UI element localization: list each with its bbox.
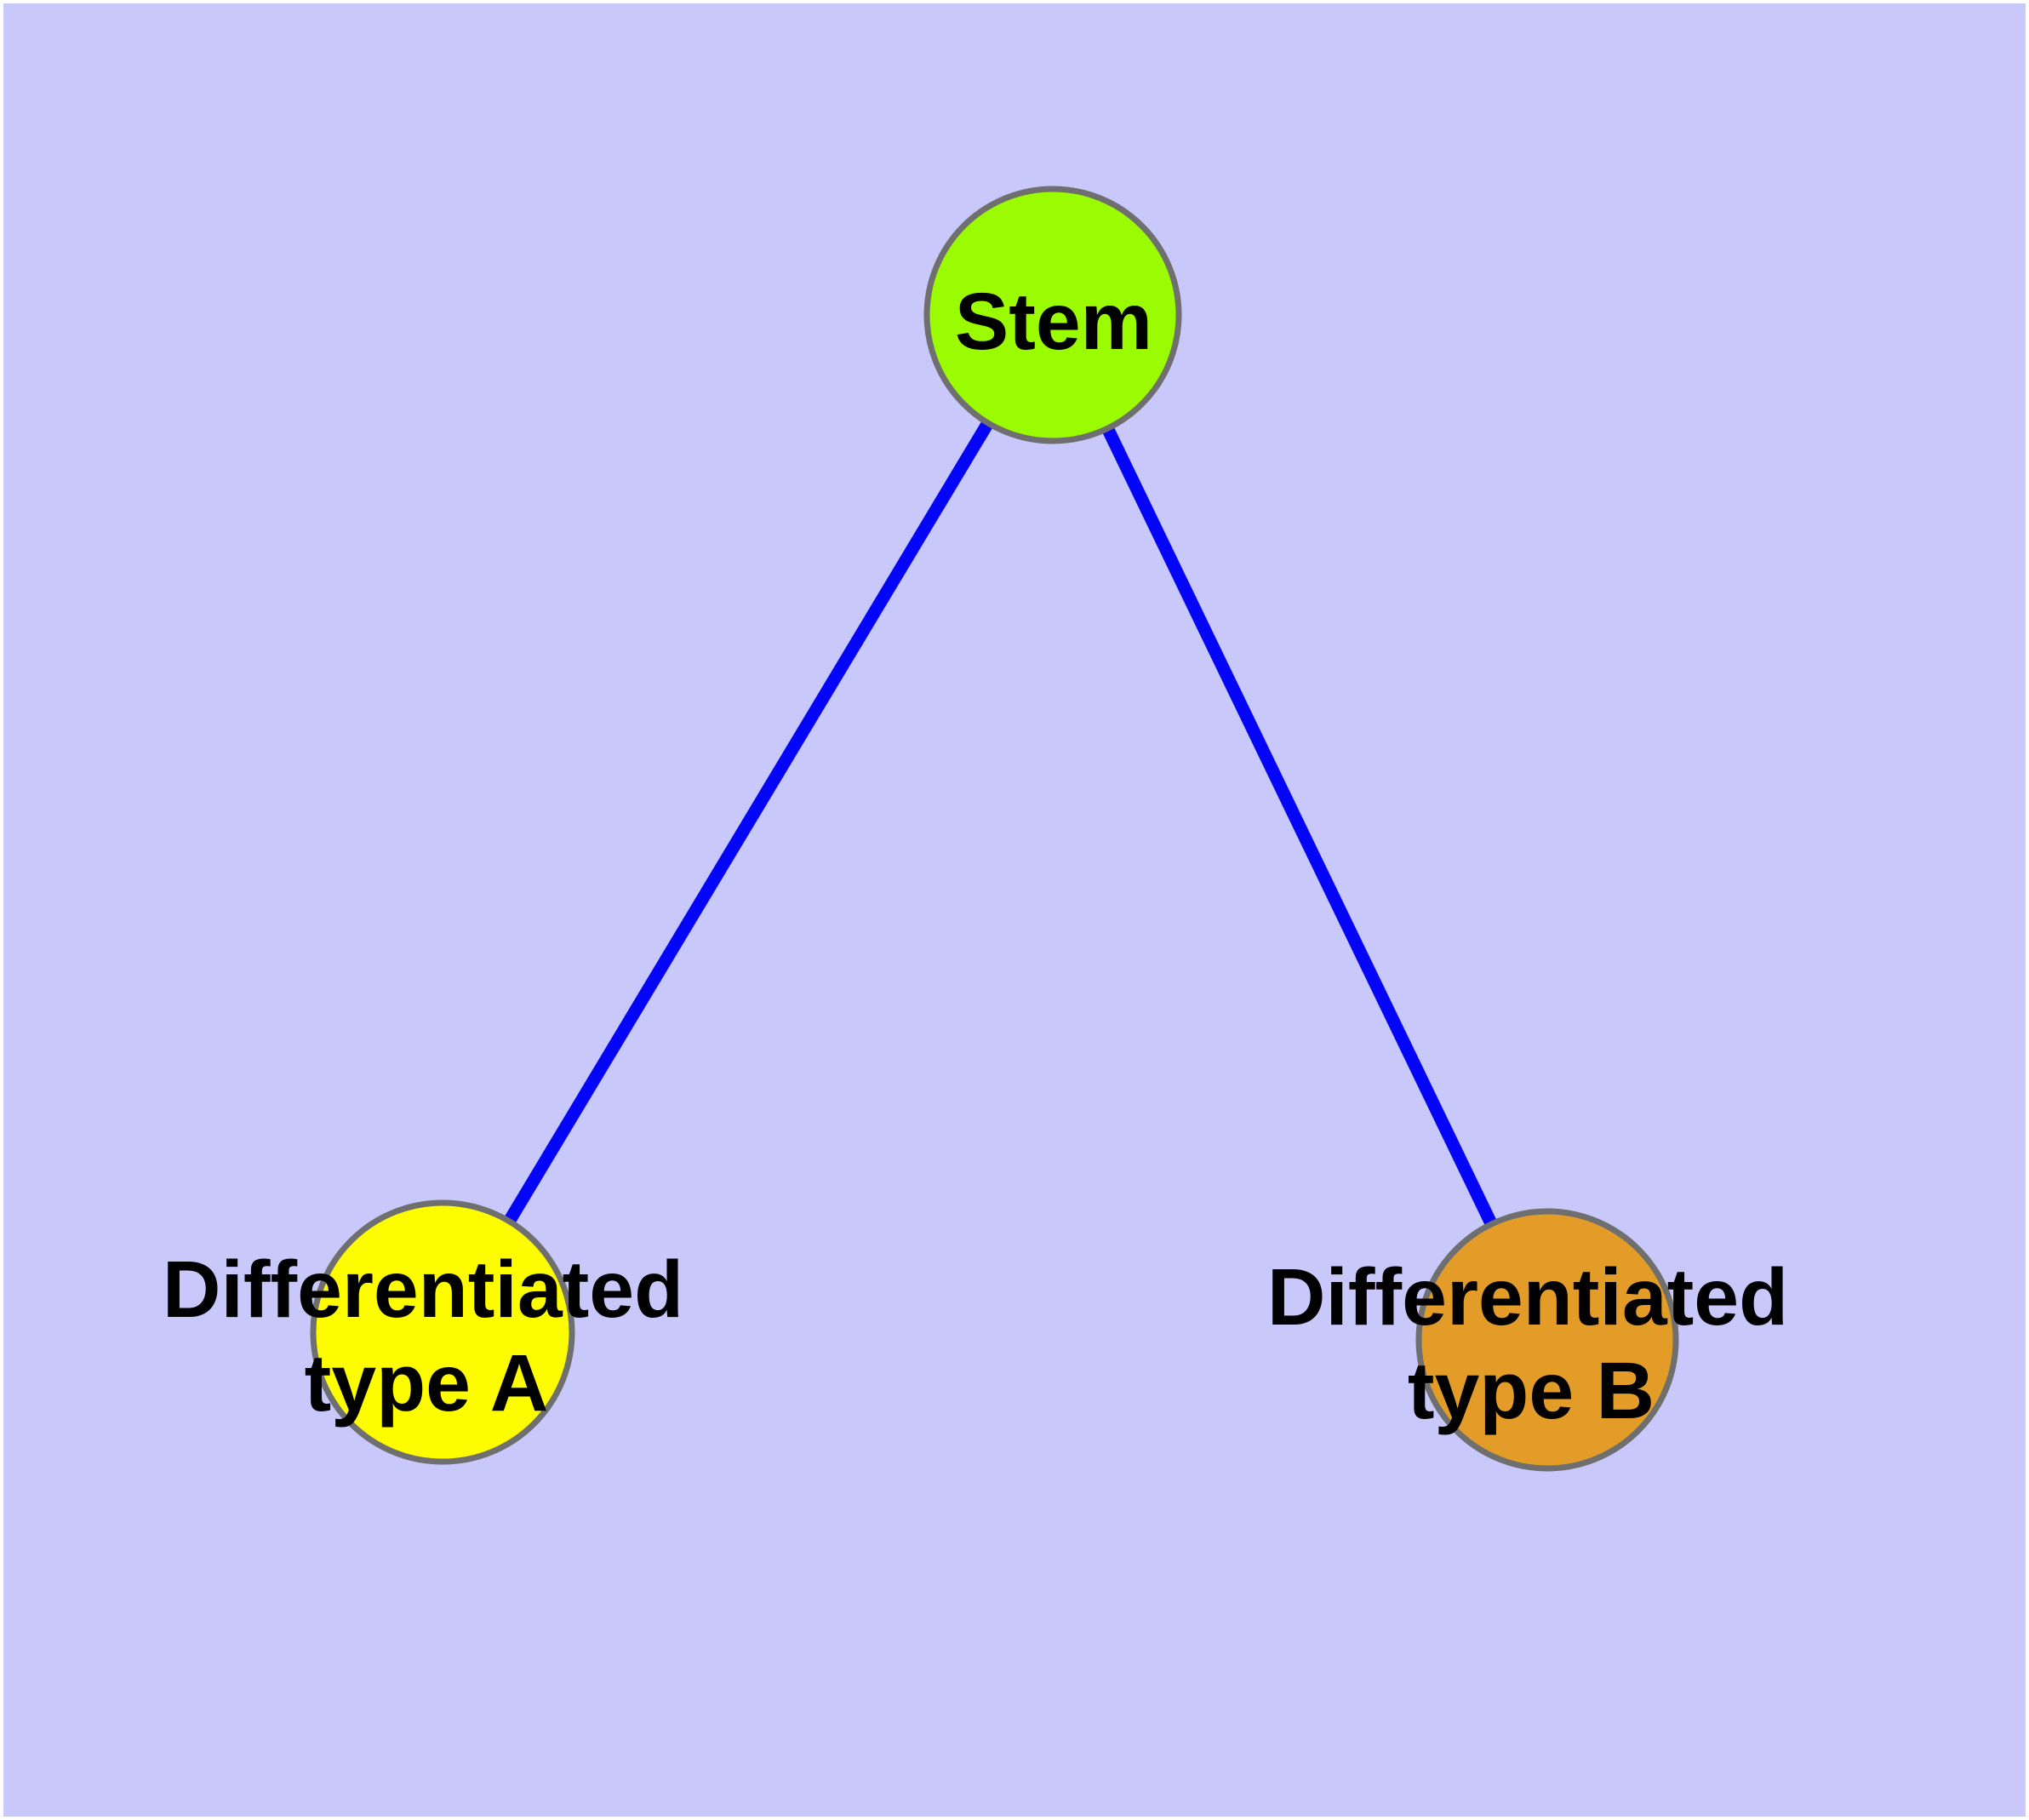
edge-stem-to-type-a	[437, 312, 1059, 1336]
node-type-b-label-line1: Differentiated	[1267, 1252, 1788, 1342]
edge-stem-to-type-b	[1047, 312, 1553, 1343]
node-type-b-label-line2: type B	[1408, 1346, 1655, 1436]
node-type-a-label-line1: Differentiated	[163, 1245, 683, 1335]
node-differentiated-type-a[interactable]	[310, 1199, 575, 1465]
node-stem[interactable]	[923, 186, 1182, 444]
node-type-a-label-line2: type A	[305, 1338, 549, 1428]
node-stem-label: Stem	[955, 277, 1152, 367]
node-differentiated-type-b[interactable]	[1415, 1208, 1679, 1472]
